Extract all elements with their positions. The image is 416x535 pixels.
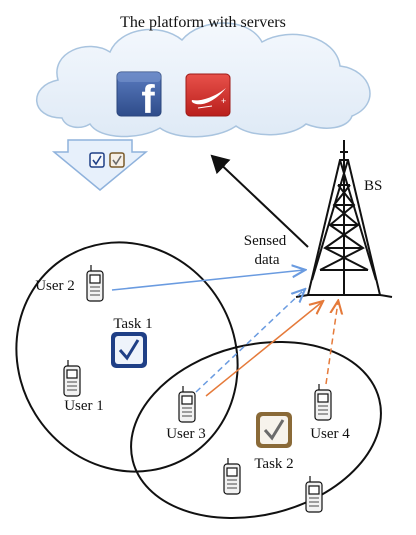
task2-region <box>130 340 382 520</box>
bs-label: BS <box>364 178 382 194</box>
mobile-phone-icon <box>178 386 196 423</box>
mobile-phone-icon <box>63 360 81 397</box>
task2-label: Task 2 <box>254 456 293 472</box>
mobile-phone-icon <box>305 476 323 513</box>
task1-checkbox-icon <box>111 332 147 368</box>
task1-label: Task 1 <box>113 316 152 332</box>
base-station-tower-icon <box>295 140 393 298</box>
mobile-phone-icon <box>86 265 104 302</box>
mobile-phone-icon <box>223 458 241 495</box>
nike-plus-icon: + <box>185 73 231 117</box>
link-user4-to-bs <box>325 302 338 385</box>
svg-text:+: + <box>221 96 226 106</box>
user1-label: User 1 <box>64 398 104 414</box>
platform-title: The platform with servers <box>120 14 286 31</box>
mobile-phone-icon <box>314 384 332 421</box>
task-checkbox-icon <box>109 152 125 168</box>
sensed-data-label-line2: data <box>255 252 280 268</box>
task-checkbox-icon <box>89 152 105 168</box>
link-user2-to-bs <box>111 270 304 291</box>
link-user3-task2-to-bs <box>205 302 322 397</box>
user2-label: User 2 <box>35 278 75 294</box>
task2-checkbox-icon <box>256 412 292 448</box>
upload-arrow-bs-to-platform <box>210 154 309 248</box>
task1-region <box>15 241 239 473</box>
user3-label: User 3 <box>166 426 206 442</box>
link-user3-task1-to-bs <box>195 290 304 393</box>
user4-label: User 4 <box>310 426 350 442</box>
sensed-data-label-line1: Sensed <box>244 233 287 249</box>
facebook-icon: f <box>116 71 162 122</box>
download-arrow-icon <box>51 139 149 191</box>
svg-text:f: f <box>141 78 155 122</box>
